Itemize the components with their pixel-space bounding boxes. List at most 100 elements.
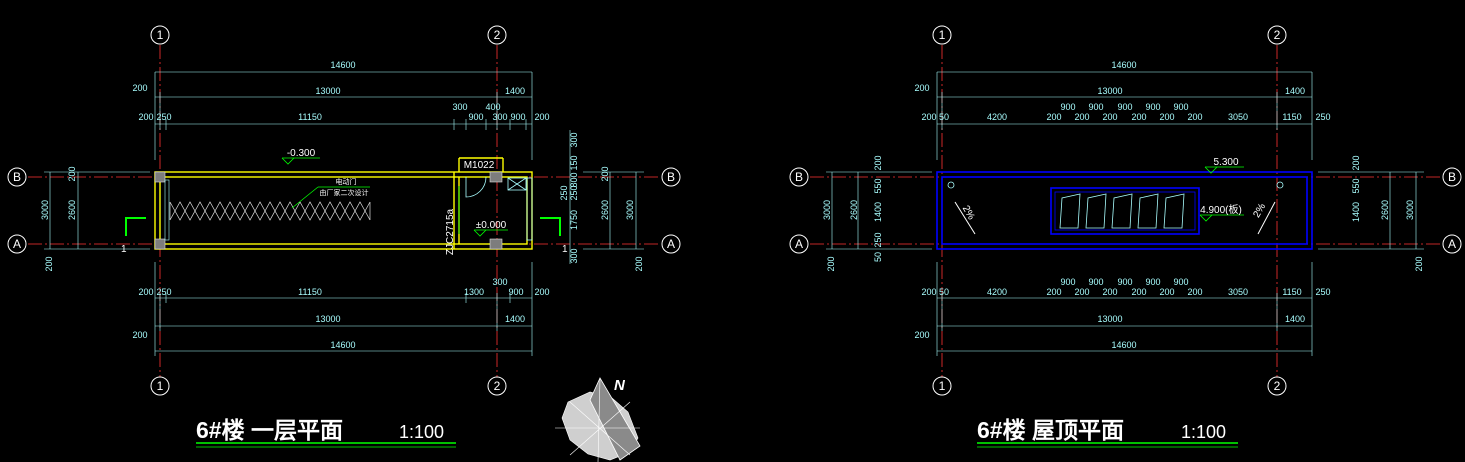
grid-label-2: 2 — [494, 28, 501, 42]
elevation-roof-top: 5.300 — [1213, 157, 1238, 168]
dim-seg-900: 900 — [1060, 102, 1075, 112]
grid-label-2: 2 — [494, 379, 501, 393]
grid-label-A: A — [667, 237, 675, 251]
dim-left-250: 250 — [873, 232, 883, 247]
dim-seg-900: 900 — [1088, 277, 1103, 287]
dim-seg-900: 900 — [1173, 277, 1188, 287]
dim-right-overall: 3000 — [625, 200, 635, 220]
dim-wall-b: 50 — [939, 287, 949, 297]
plan-title: 6#楼 屋顶平面 — [977, 417, 1124, 443]
dim-right-v7: 300 — [569, 248, 579, 263]
dim-right-ext: 1400 — [1285, 314, 1305, 324]
dim-seg-900: 900 — [1117, 277, 1132, 287]
dim-axes-bottom: 13000 — [1097, 314, 1122, 324]
grid-label-1: 1 — [939, 379, 946, 393]
dim-seg-200: 200 — [534, 287, 549, 297]
dim-seg-900: 900 — [1173, 102, 1188, 112]
slope-arrows — [954, 201, 1276, 235]
dim-right-550: 550 — [1351, 178, 1361, 193]
dim-seg-200: 200 — [1159, 112, 1174, 122]
dim-right-ext: 1400 — [1285, 86, 1305, 96]
columns — [154, 171, 503, 250]
dim-right-bottom: 200 — [1414, 256, 1424, 271]
dim-left-200: 200 — [873, 155, 883, 170]
roof-plan: 1 2 1 2 B A B A — [789, 25, 1462, 448]
dim-left-ext: 200 — [132, 83, 147, 93]
slope-label-right: 2% — [1251, 202, 1268, 220]
dim-seg-200: 200 — [1102, 112, 1117, 122]
dim-right-v4: 250 — [559, 185, 569, 200]
dim-left-top: 200 — [67, 166, 77, 181]
dim-room: 11150 — [298, 287, 322, 297]
dim-seg-200: 200 — [1131, 112, 1146, 122]
skylight-panes — [1059, 193, 1185, 229]
dim-wall-a: 200 — [138, 112, 153, 122]
dim-seg-4200: 4200 — [987, 112, 1007, 122]
dim-right-inner: 2600 — [1380, 200, 1390, 220]
sliding-gate-track — [164, 179, 170, 241]
roof-outline — [936, 171, 1313, 250]
grid-bubbles — [7, 25, 681, 396]
dim-seg-400: 400 — [485, 102, 500, 112]
dim-seg-900: 900 — [1145, 102, 1160, 112]
grid-lines — [28, 45, 660, 377]
dim-seg-1150: 1150 — [1282, 112, 1301, 122]
exterior-walls — [154, 157, 533, 250]
dim-seg-200: 200 — [1159, 287, 1174, 297]
dim-right-ext: 1400 — [505, 314, 525, 324]
dim-seg-200: 200 — [1046, 287, 1061, 297]
dim-right-v3: 800 — [569, 172, 579, 187]
grid-label-B: B — [795, 170, 803, 184]
elevation-outside: -0.300 — [287, 148, 316, 159]
dim-right-1400: 1400 — [1351, 202, 1361, 222]
elevation-inside: ±0.000 — [476, 220, 507, 231]
dim-axes-bottom: 13000 — [315, 314, 340, 324]
plan-title: 6#楼 一层平面 — [196, 417, 343, 443]
dim-seg-900: 900 — [1060, 277, 1075, 287]
dim-seg-200: 200 — [1046, 112, 1061, 122]
dim-wall-b: 50 — [939, 112, 949, 122]
plan-scale: 1:100 — [1181, 422, 1226, 442]
ground-floor-plan: 1 2 1 2 B A B A — [7, 25, 681, 448]
dim-left-bottom: 200 — [44, 256, 54, 271]
dim-wall-b: 250 — [156, 112, 171, 122]
dim-left-550: 550 — [873, 178, 883, 193]
dim-right-v5: 250 — [569, 185, 579, 200]
dim-seg-200: 200 — [1187, 112, 1202, 122]
dimension-lines — [826, 71, 1424, 356]
dim-right-ext: 1400 — [505, 86, 525, 96]
section-label-right: 1 — [562, 244, 568, 255]
grid-label-1: 1 — [157, 28, 164, 42]
dim-seg-300b: 300 — [492, 112, 507, 122]
dim-left-ext: 200 — [914, 330, 929, 340]
grid-label-B: B — [13, 170, 21, 184]
electric-gate-pattern — [169, 201, 371, 221]
grid-label-A: A — [1448, 237, 1456, 251]
elevation-marks — [1199, 166, 1244, 222]
note-electric-gate: 电动门 — [336, 177, 357, 186]
dim-seg-200: 200 — [534, 112, 549, 122]
dim-overall-top: 14600 — [330, 60, 355, 70]
dim-seg-300: 300 — [492, 277, 507, 287]
dim-left-overall: 3000 — [40, 200, 50, 220]
dim-left-inner: 2600 — [849, 200, 859, 220]
grid-label-B: B — [667, 170, 675, 184]
dim-right-v6: 1750 — [569, 210, 579, 230]
dim-room: 11150 — [298, 112, 322, 122]
section-label-left: 1 — [121, 244, 127, 255]
dim-left-ext: 200 — [132, 330, 147, 340]
dim-seg-200: 200 — [1074, 287, 1089, 297]
dim-wall-a: 200 — [138, 287, 153, 297]
grid-label-2: 2 — [1274, 28, 1281, 42]
grid-label-A: A — [13, 237, 21, 251]
section-markers — [125, 217, 561, 236]
grid-label-2: 2 — [1274, 379, 1281, 393]
dim-seg-250: 250 — [1315, 112, 1330, 122]
dim-seg-900: 900 — [1088, 102, 1103, 112]
window-tag: ZJC2715a — [445, 208, 456, 255]
dim-left-ext: 200 — [914, 83, 929, 93]
dim-seg-200: 200 — [1074, 112, 1089, 122]
dimension-lines-top — [44, 71, 644, 356]
grid-lines — [810, 45, 1440, 377]
north-label: N — [614, 377, 626, 394]
